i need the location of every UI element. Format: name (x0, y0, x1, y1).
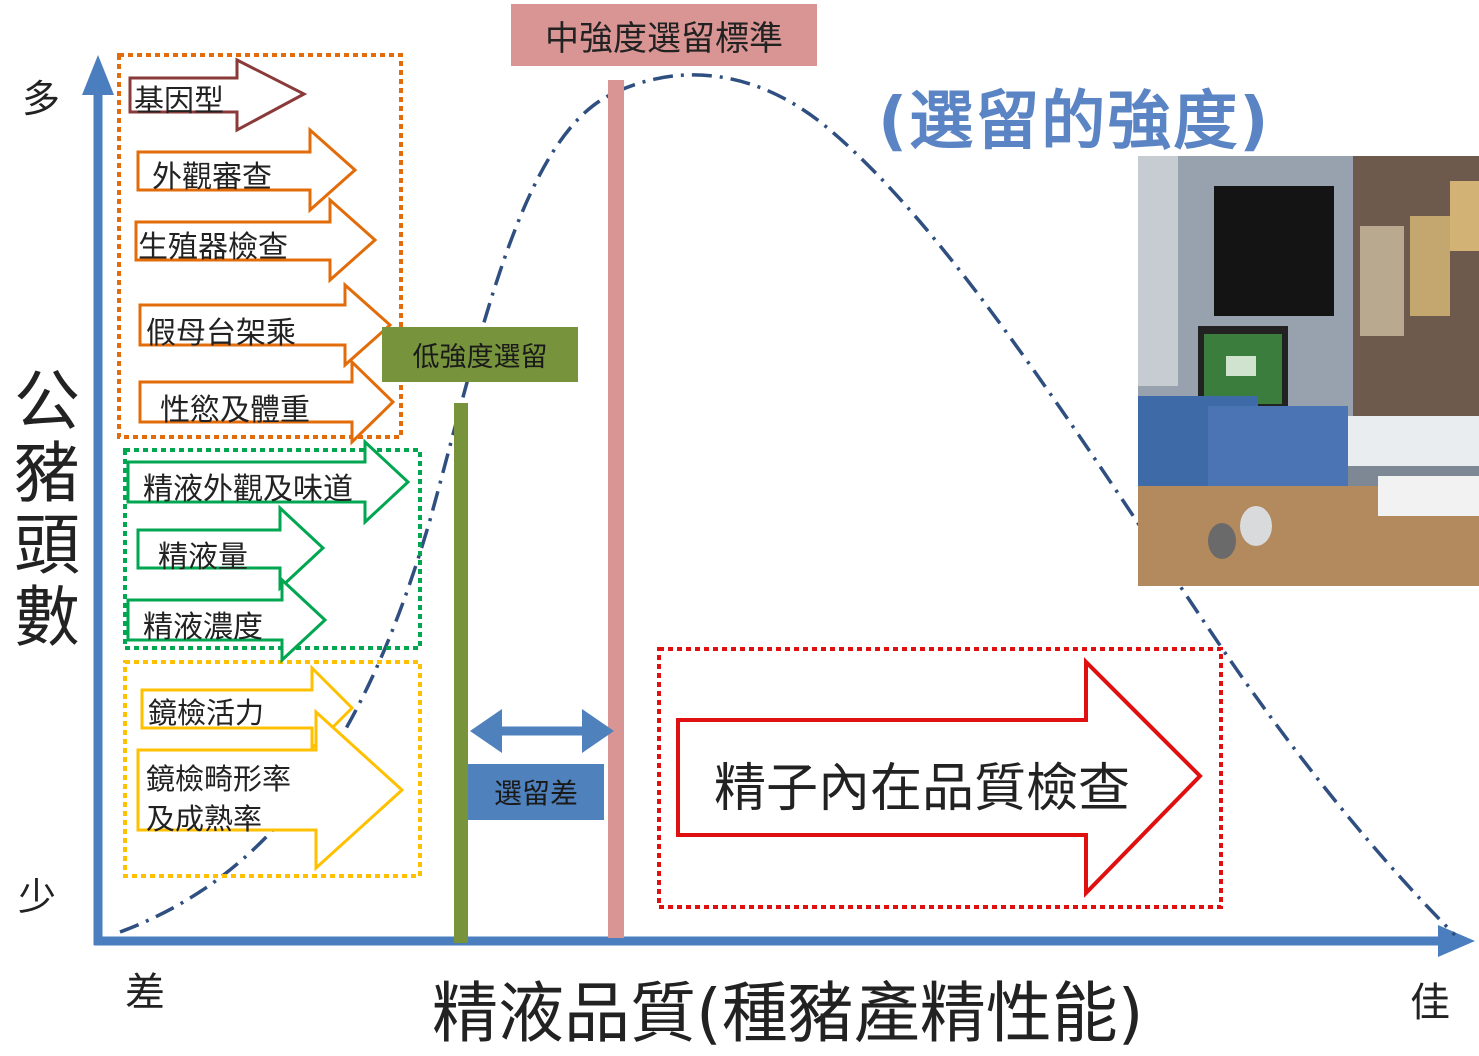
sperm-quality-label: 精子內在品質檢查 (714, 759, 1131, 819)
yellow-group-box (123, 660, 422, 878)
yellow-item-2: 鏡檢畸形率 (146, 762, 292, 796)
x-axis-arrowhead-icon (1438, 925, 1475, 957)
double-arrow-right-icon (582, 709, 614, 753)
orange-item-4: 假母台架乘 (146, 316, 296, 351)
y-axis-title: 公豬頭數 (14, 363, 80, 656)
red-group-box (657, 647, 1223, 909)
genotype-arrow-icon (128, 57, 308, 133)
semen-volume-arrow-icon (136, 504, 326, 592)
orange-item-2: 外觀審查 (152, 160, 272, 195)
medium-intensity-label-box: 中強度選留標準 (511, 4, 817, 66)
selection-differential-label-box: 選留差 (468, 764, 604, 820)
y-axis-low-label: 少 (18, 875, 57, 919)
orange-item-1: 基因型 (134, 84, 224, 119)
x-axis-high-label: 佳 (1410, 980, 1450, 1026)
orange-item-5: 性慾及體重 (160, 393, 310, 428)
libido-arrow-icon (138, 358, 396, 446)
selection-differential-label: 選留差 (493, 777, 578, 810)
medium-intensity-line (608, 80, 624, 938)
orange-group-box (117, 53, 403, 439)
appearance-arrow-icon (136, 126, 358, 214)
medium-intensity-label: 中強度選留標準 (545, 18, 783, 59)
dummy-sow-arrow-icon (138, 281, 393, 369)
y-axis-high-label: 多 (22, 77, 61, 121)
yellow-item-3: 及成熟率 (146, 802, 263, 836)
yellow-item-1: 鏡檢活力 (148, 696, 265, 730)
orange-item-3: 生殖器檢查 (138, 230, 288, 265)
abnormality-arrow-icon (136, 708, 405, 872)
semen-appearance-arrow-icon (126, 438, 411, 526)
green-item-1: 精液外觀及味道 (143, 472, 353, 507)
sperm-quality-arrow-icon (676, 657, 1203, 898)
laboratory-photo (1138, 156, 1479, 586)
green-group-box (123, 448, 422, 650)
green-item-3: 精液濃度 (143, 610, 263, 645)
x-axis-low-label: 差 (125, 970, 165, 1016)
x-axis-title: 精液品質(種豬產精性能) (432, 975, 1144, 1052)
low-intensity-label: 低強度選留 (412, 342, 548, 373)
distribution-curve (119, 73, 1457, 937)
laboratory-photo-drawing (1138, 156, 1479, 586)
headline: (選留的強度) (878, 85, 1271, 159)
semen-concentration-arrow-icon (126, 576, 328, 664)
low-intensity-line (454, 403, 468, 943)
green-item-2: 精液量 (158, 540, 248, 575)
y-axis-arrowhead-icon (82, 55, 114, 95)
genital-arrow-icon (134, 196, 378, 284)
low-intensity-label-box: 低強度選留 (382, 327, 578, 382)
double-arrow-left-icon (470, 709, 502, 753)
